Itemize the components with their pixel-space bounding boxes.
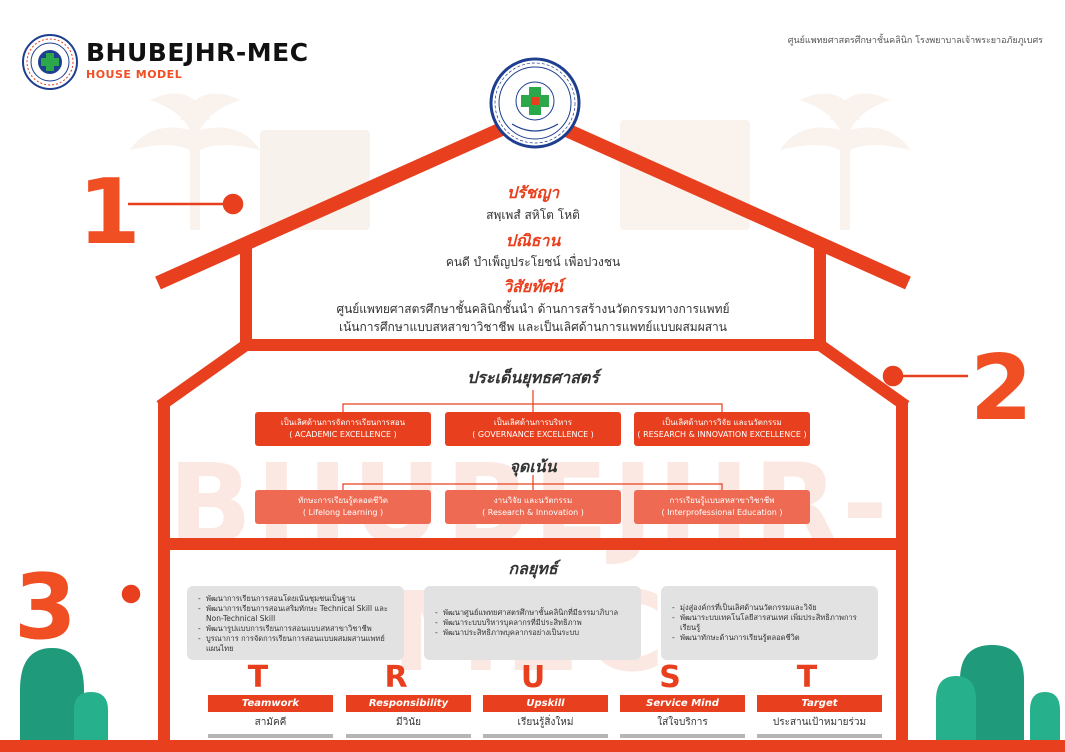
strategy-item-label-en: ( GOVERNANCE EXCELLENCE )	[472, 430, 594, 439]
trust-thai: เรียนรู้สิ่งใหม่	[483, 712, 608, 738]
trust-thai: ใส่ใจบริการ	[620, 712, 745, 738]
tactics-item: พัฒนาประสิทธิภาพบุคลากรอย่างเป็นระบบ	[435, 628, 618, 638]
focus-item-research: งานวิจัย และนวัตกรรม ( Research & Innova…	[445, 490, 621, 524]
tactics-item: พัฒนาการเรียนการสอนโดยเน้นชุมชนเป็นฐาน	[198, 594, 394, 604]
trust-letter: T	[796, 660, 818, 695]
strategy-item-label-th: เป็นเลิศด้านการวิจัย และนวัตกรรม	[662, 418, 782, 427]
tactics-box-research: มุ่งสู่องค์กรที่เป็นเลิศด้านนวัตกรรมและว…	[661, 586, 878, 660]
trust-letter: S	[659, 660, 681, 695]
trust-label: Service Mind	[620, 695, 745, 712]
philosophy-title: ปรัชญา	[506, 183, 560, 202]
focus-item-interprofessional: การเรียนรู้แบบสหสาขาวิชาชีพ ( Interprofe…	[634, 490, 810, 524]
logo-title: BHUBEJHR-MEC	[86, 38, 309, 67]
hospital-logo	[22, 34, 78, 90]
mission-text: คนดี บำเพ็ญประโยชน์ เพื่อปวงชน	[445, 255, 621, 269]
focus-item-label-th: การเรียนรู้แบบสหสาขาวิชาชีพ	[669, 496, 775, 505]
organization-name: ศูนย์แพทยศาสตรศึกษาชั้นคลินิก โรงพยาบาลเ…	[787, 36, 1043, 46]
strategy-title: ประเด็นยุทธศาสตร์	[467, 368, 599, 387]
focus-item-label-en: ( Interprofessional Education )	[661, 508, 783, 517]
vision-line-1: ศูนย์แพทยศาสตรศึกษาชั้นคลินิกชั้นนำ ด้าน…	[336, 302, 730, 316]
strategy-item-research: เป็นเลิศด้านการวิจัย และนวัตกรรม ( RESEA…	[634, 412, 810, 446]
tactics-box-academic: พัฒนาการเรียนการสอนโดยเน้นชุมชนเป็นฐาน พ…	[187, 586, 404, 660]
tactics-item: มุ่งสู่องค์กรที่เป็นเลิศด้านนวัตกรรมและว…	[672, 603, 868, 613]
tactics-item: บูรณาการ การจัดการเรียนการสอนแบบผสมผสานแ…	[198, 634, 394, 654]
center-seal-logo	[489, 57, 581, 149]
trust-letter: R	[384, 660, 408, 695]
strategy-item-label-en: ( RESEARCH & INNOVATION EXCELLENCE )	[637, 430, 807, 439]
trust-letter: T	[247, 660, 269, 695]
focus-item-label-en: ( Lifelong Learning )	[302, 508, 384, 517]
marker-number-1: 1	[78, 160, 141, 265]
tactics-title: กลยุทธ์	[508, 559, 558, 578]
philosophy-text: สพฺเพสํ สหิโต โหติ	[486, 208, 580, 222]
vision-line-2: เน้นการศึกษาแบบสหสาขาวิชาชีพ และเป็นเลิศ…	[338, 320, 727, 334]
strategy-item-academic: เป็นเลิศด้านการจัดการเรียนการสอน ( ACADE…	[255, 412, 431, 446]
strategy-item-governance: เป็นเลิศด้านการบริหาร ( GOVERNANCE EXCEL…	[445, 412, 621, 446]
marker-number-2: 2	[970, 336, 1033, 441]
marker-number-3: 3	[14, 555, 77, 660]
trust-thai: มีวินัย	[346, 712, 471, 738]
tactics-item: พัฒนาทักษะด้านการเรียนรู้ตลอดชีวิต	[672, 633, 868, 643]
trust-label: Responsibility	[346, 695, 471, 712]
focus-title: จุดเน้น	[509, 457, 557, 476]
tactics-item: พัฒนาศูนย์แพทยศาสตรศึกษาชั้นคลินิกที่มีธ…	[435, 608, 618, 618]
tactics-item: พัฒนาระบบบริหารบุคลากรที่มีประสิทธิภาพ	[435, 618, 618, 628]
tactics-item: พัฒนารูปแบบการเรียนการสอนแบบสหสาขาวิชาชี…	[198, 624, 394, 634]
mission-title: ปณิธาน	[505, 231, 561, 250]
trust-letter: U	[520, 660, 546, 695]
focus-item-lifelong: ทักษะการเรียนรู้ตลอดชีวิต ( Lifelong Lea…	[255, 490, 431, 524]
trust-thai: ประสานเป้าหมายร่วม	[757, 712, 882, 738]
trust-label: Upskill	[483, 695, 608, 712]
vision-title: วิสัยทัศน์	[503, 277, 563, 296]
trust-thai: สามัคคี	[208, 712, 333, 738]
logo-subtitle: HOUSE MODEL	[86, 68, 183, 81]
trust-label: Teamwork	[208, 695, 333, 712]
tactics-box-governance: พัฒนาศูนย์แพทยศาสตรศึกษาชั้นคลินิกที่มีธ…	[424, 586, 641, 660]
trust-label: Target	[757, 695, 882, 712]
strategy-item-label-th: เป็นเลิศด้านการบริหาร	[493, 418, 573, 427]
tactics-item: พัฒนาระบบเทคโนโลยีสารสนเทศ เพิ่มประสิทธิ…	[672, 613, 868, 633]
strategy-item-label-th: เป็นเลิศด้านการจัดการเรียนการสอน	[280, 418, 406, 427]
focus-item-label-th: ทักษะการเรียนรู้ตลอดชีวิต	[297, 496, 389, 505]
strategy-item-label-en: ( ACADEMIC EXCELLENCE )	[289, 430, 397, 439]
focus-item-label-th: งานวิจัย และนวัตกรรม	[493, 496, 573, 505]
focus-item-label-en: ( Research & Innovation )	[482, 508, 584, 517]
tactics-item: พัฒนาการเรียนการสอนเสริมทักษะ Technical …	[198, 604, 394, 624]
